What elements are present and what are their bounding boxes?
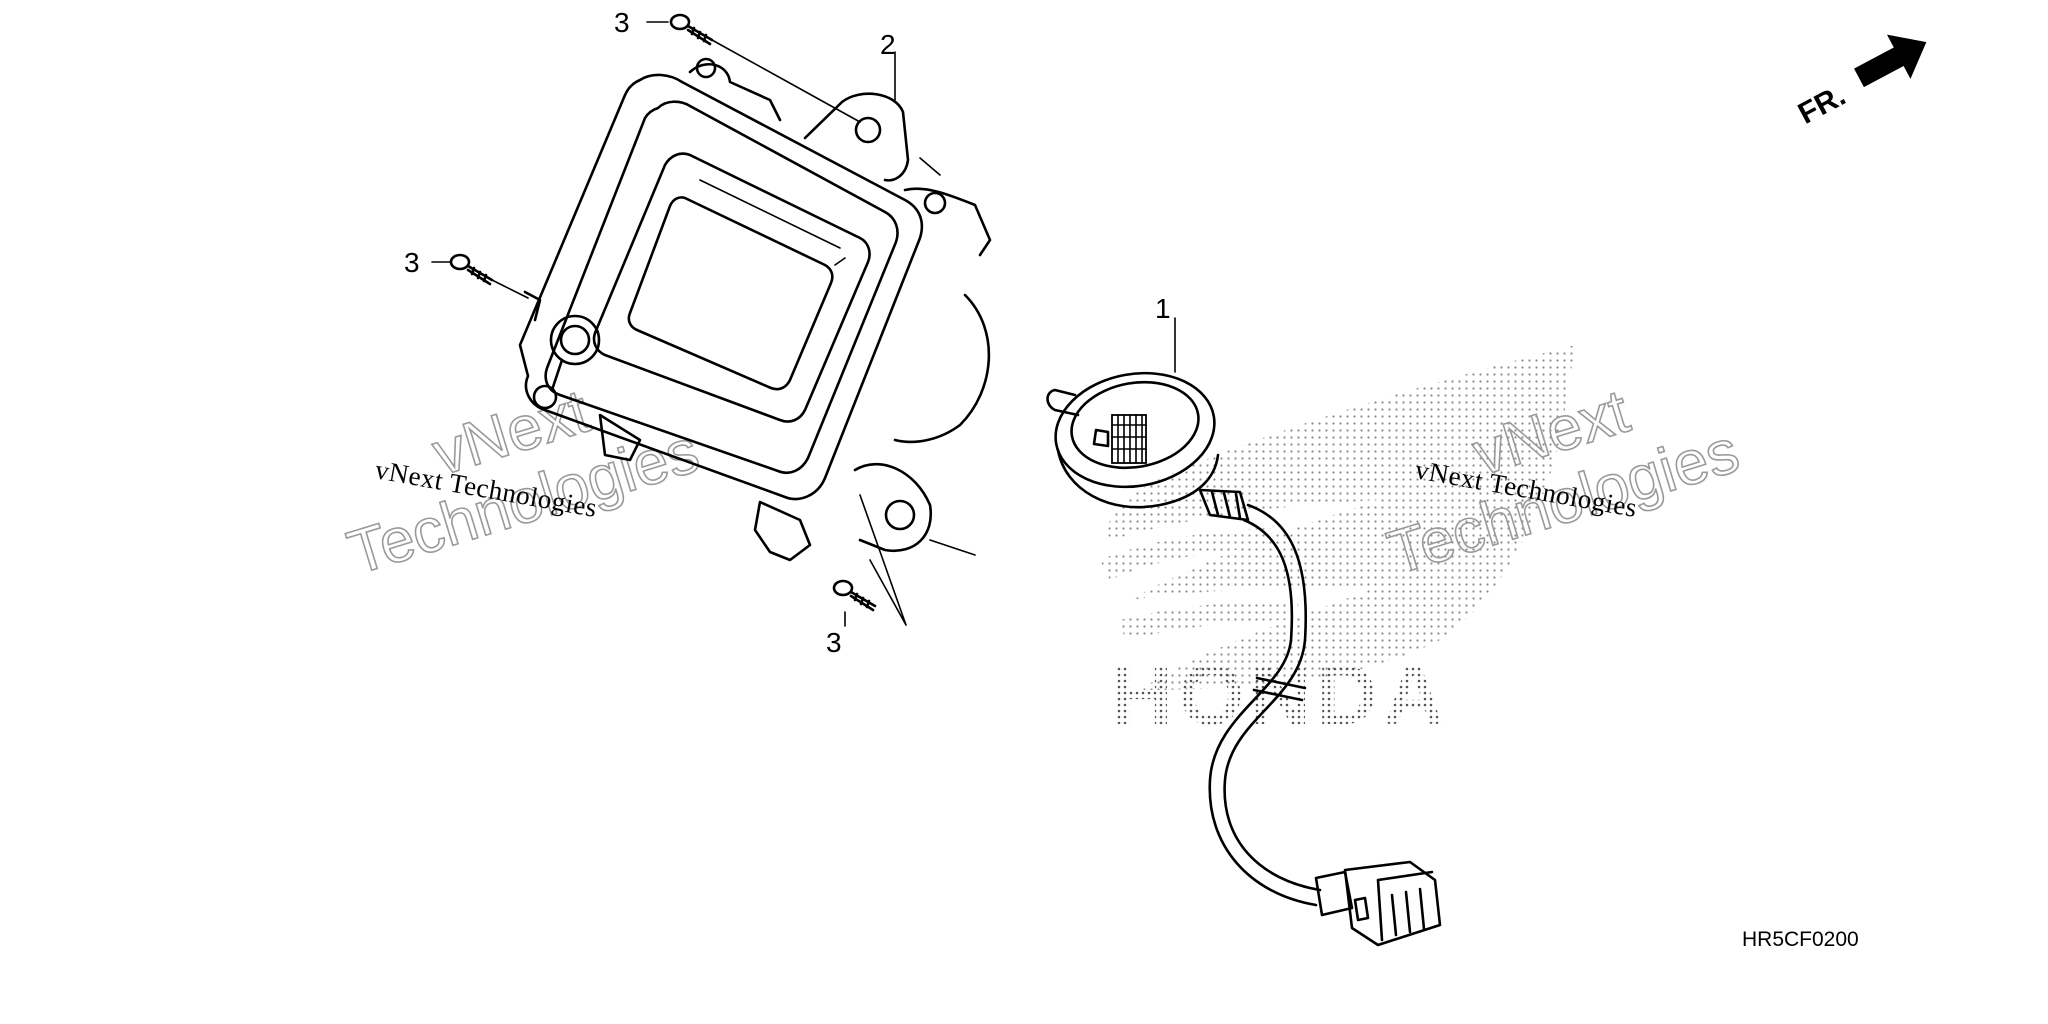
screw-head: [669, 13, 691, 31]
meter-tab-hole-bottom: [884, 499, 916, 531]
meter-boss-bottom-left: [532, 384, 558, 410]
callout-screw-bottom: 3: [826, 627, 842, 658]
socket-pin-lines: [1111, 414, 1147, 464]
socket-rim-inner: [1070, 380, 1200, 470]
meter-bottom-lug: [598, 413, 642, 462]
harness-connector-collar: [1314, 870, 1354, 917]
meter-bottom-connector: [753, 500, 812, 562]
callout-part-1: 1: [1155, 293, 1171, 324]
meter-boss-right: [903, 187, 992, 257]
meter-tab-hole-top: [854, 116, 882, 144]
socket-pin-block: [1111, 414, 1147, 464]
socket-tab: [1046, 388, 1080, 417]
leader-screw-bottom-axis: [859, 494, 907, 626]
screw-head: [832, 579, 854, 597]
harness-connector-latch: [1353, 896, 1370, 922]
screw-head: [449, 253, 471, 271]
meter-lcd-screen: [627, 196, 834, 391]
meter-case-outer: [518, 73, 924, 501]
screw-shank: [466, 264, 494, 286]
leader-tab-axes: [919, 157, 976, 556]
callout-screw-left: 3: [404, 247, 420, 278]
meter-mode-button: [549, 314, 601, 366]
honda-wing-feathers: [1100, 528, 1300, 640]
harness-wire-inner: [1208, 518, 1318, 907]
meter-bottom-tab: [853, 462, 933, 553]
screw-bottom: [832, 579, 877, 612]
meter-bezel: [592, 152, 871, 423]
meter-back-housing: [893, 293, 991, 444]
leader-screw-left-axis: [491, 279, 529, 299]
socket-pin-key: [1092, 428, 1110, 448]
harness-connector-face: [1376, 870, 1434, 942]
front-arrow-icon: [1854, 34, 1927, 88]
harness-connector-body: [1343, 860, 1442, 947]
honda-wing-shape: [1108, 345, 1575, 690]
meter-button-stem: [550, 358, 564, 392]
meter-assembly: [518, 57, 992, 562]
socket-grommet: [1198, 488, 1250, 522]
meter-case-inner-rim: [544, 100, 899, 475]
meter-left-lug: [523, 290, 542, 322]
callout-part-2: 2: [880, 29, 896, 60]
meter-boss-hole-right: [923, 191, 947, 215]
socket-pins: [1092, 414, 1147, 464]
screw-shank: [849, 590, 877, 612]
diagram-code: HR5CF0200: [1742, 928, 1859, 951]
screw-top: [669, 13, 714, 46]
socket-body: [1056, 448, 1220, 509]
harness-tape: [1252, 676, 1307, 702]
leader-lines: [431, 21, 1176, 627]
meter-mode-button-inner: [559, 324, 591, 356]
meter-boss-hole: [695, 57, 717, 79]
front-direction-indicator: FR.: [1793, 34, 1927, 131]
screw-left: [449, 253, 494, 286]
callout-screw-top: 3: [614, 7, 630, 38]
meter-top-tab: [803, 92, 910, 182]
meter-screen-frame: [699, 179, 846, 266]
harness-wire-outer: [1223, 503, 1322, 892]
socket-rim-outer: [1054, 371, 1216, 489]
leader-screw-top-axis: [711, 39, 861, 123]
socket-harness: [1046, 371, 1442, 947]
front-direction-label: FR.: [1793, 79, 1851, 131]
screw-shank: [686, 24, 714, 46]
